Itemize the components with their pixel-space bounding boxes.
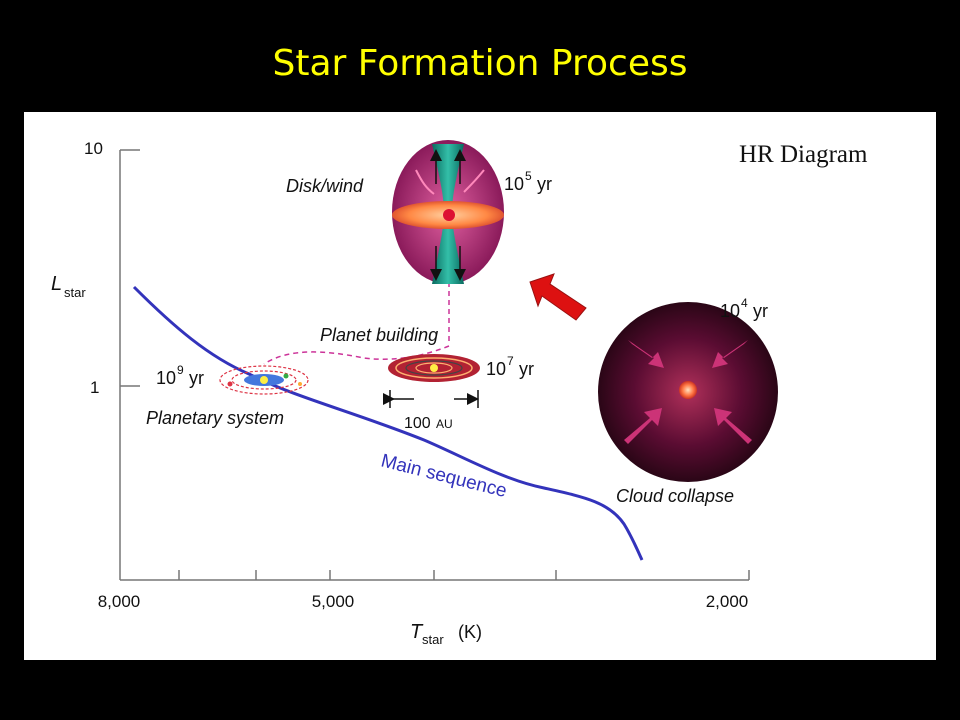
scale-bar bbox=[383, 390, 479, 408]
cloud-collapse-time-unit: yr bbox=[753, 301, 768, 321]
collapse-arrow-3 bbox=[624, 408, 662, 444]
cloud-collapse-stage bbox=[598, 302, 778, 482]
planet-building-stage bbox=[388, 354, 480, 382]
planet-building-label: Planet building bbox=[320, 325, 438, 345]
planet-building-time-exp: 7 bbox=[507, 354, 514, 368]
disk-wind-label: Disk/wind bbox=[286, 176, 364, 196]
orbit-outer bbox=[219, 365, 309, 395]
central-star bbox=[260, 376, 268, 384]
collapse-arrow-1 bbox=[628, 340, 664, 368]
planet-1 bbox=[283, 373, 289, 379]
evolution-path bbox=[263, 282, 450, 365]
debris-disk-ring-3 bbox=[415, 362, 453, 374]
planet-3 bbox=[298, 382, 302, 386]
x-tick-label-8000: 8,000 bbox=[98, 592, 141, 611]
y-axis-symbol: L bbox=[51, 273, 62, 295]
cloud-collapse-time-exp: 4 bbox=[741, 296, 748, 310]
main-sequence-curve bbox=[132, 285, 644, 561]
planet-building-time-base: 10 bbox=[486, 359, 506, 379]
corner-label: HR Diagram bbox=[739, 141, 868, 168]
x-tick-label-5000: 5,000 bbox=[312, 592, 355, 611]
debris-disk-ring-2 bbox=[405, 360, 463, 376]
planet-building-time-unit: yr bbox=[519, 359, 534, 379]
main-sequence-label: Main sequence bbox=[379, 450, 509, 502]
x-axis-subscript: star bbox=[422, 632, 444, 647]
hr-diagram: HR Diagram 10 1 L star 8,000 5,000 2,000… bbox=[51, 139, 868, 647]
planetary-system-label: Planetary system bbox=[146, 408, 284, 428]
x-tick-label-2000: 2,000 bbox=[706, 592, 749, 611]
x-axis-unit: (K) bbox=[458, 622, 482, 642]
scale-value: 100 bbox=[404, 415, 431, 432]
scale-unit: AU bbox=[436, 417, 453, 431]
young-star bbox=[430, 364, 438, 372]
planetary-system-time-exp: 9 bbox=[177, 363, 184, 377]
infall-arrow-left bbox=[415, 169, 435, 195]
disk-wind-time-unit: yr bbox=[537, 174, 552, 194]
planetary-system-stage bbox=[219, 365, 309, 395]
axes bbox=[119, 149, 750, 581]
disk-wind-stage bbox=[392, 140, 504, 284]
protostar bbox=[443, 209, 455, 221]
diagram-panel: HR Diagram 10 1 L star 8,000 5,000 2,000… bbox=[24, 112, 936, 660]
progression-arrow bbox=[529, 273, 587, 321]
y-axis-subscript: star bbox=[64, 285, 86, 300]
x-axis-symbol: T bbox=[410, 621, 424, 643]
y-tick-label-10: 10 bbox=[84, 139, 103, 158]
cloud-collapse-label: Cloud collapse bbox=[616, 486, 734, 506]
collapse-arrow-4 bbox=[714, 408, 752, 444]
infall-arrow-right bbox=[463, 169, 485, 193]
orbit-mid bbox=[231, 370, 297, 390]
planetary-system-time-unit: yr bbox=[189, 368, 204, 388]
planetary-system-time-base: 10 bbox=[156, 368, 176, 388]
collapse-arrow-2 bbox=[712, 340, 748, 368]
cloud-collapse-time-base: 10 bbox=[720, 301, 740, 321]
cloud-core bbox=[679, 381, 697, 399]
debris-disk-ring-1 bbox=[395, 357, 473, 379]
disk-wind-time-exp: 5 bbox=[525, 169, 532, 183]
slide-title: Star Formation Process bbox=[272, 43, 688, 84]
planet-2 bbox=[227, 381, 233, 387]
disk-wind-time-base: 10 bbox=[504, 174, 524, 194]
y-tick-label-1: 1 bbox=[90, 378, 99, 397]
